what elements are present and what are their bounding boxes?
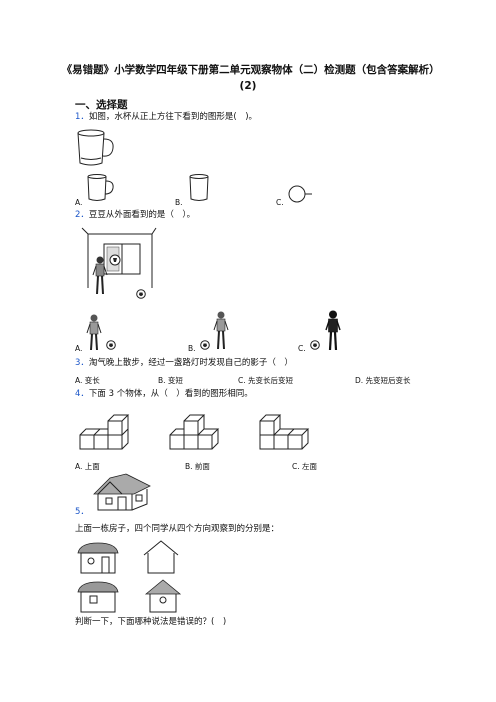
soccer-ball-icon bbox=[106, 340, 116, 350]
question-4: 4．下面 3 个物体，从（ ）看到的图形相同。 bbox=[75, 389, 253, 400]
child-figure-icon bbox=[213, 311, 229, 350]
question-text: 豆豆从外面看到的是（ ）。 bbox=[88, 210, 196, 220]
house-view-front bbox=[77, 542, 119, 574]
child-figure-icon bbox=[86, 314, 102, 351]
child-figure-icon bbox=[92, 256, 108, 295]
question-1: 1．如图，水杯从正上方往下看到的图形是( )。 bbox=[75, 112, 257, 123]
question-number: 4． bbox=[75, 389, 89, 399]
cube-stack-figure-3 bbox=[259, 414, 310, 450]
option-b[interactable]: B. 前面 bbox=[185, 462, 210, 471]
soccer-ball-icon bbox=[200, 340, 210, 350]
question-5-number: 5． bbox=[75, 507, 89, 518]
option-c[interactable]: C. 先变长后变短 bbox=[238, 376, 294, 385]
option-a[interactable]: A. 变长 bbox=[75, 376, 100, 385]
option-b[interactable]: B. 变短 bbox=[158, 376, 183, 385]
option-c[interactable]: C. bbox=[276, 198, 284, 207]
house-icon bbox=[93, 473, 151, 511]
mug-side-view-icon bbox=[87, 174, 114, 201]
child-figure-back-icon bbox=[325, 310, 341, 351]
soccer-ball-icon bbox=[136, 289, 146, 299]
option-b[interactable]: B. bbox=[188, 344, 196, 353]
option-b[interactable]: B. bbox=[175, 198, 183, 207]
question-number: 5． bbox=[75, 507, 89, 517]
option-c[interactable]: C. bbox=[298, 344, 306, 353]
question-5-judge: 判断一下，下面哪种说法是错误的？( ) bbox=[75, 617, 227, 627]
question-5-text: 上面一栋房子，四个同学从四个方向观察到的分别是： bbox=[75, 524, 280, 534]
question-2: 2．豆豆从外面看到的是（ ）。 bbox=[75, 210, 195, 221]
cube-stack-figure-1 bbox=[79, 414, 130, 450]
question-number: 1． bbox=[75, 112, 89, 122]
option-c[interactable]: C. 左面 bbox=[292, 462, 318, 471]
house-view-back bbox=[77, 581, 119, 613]
document-title: 《易错题》小学数学四年级下册第二单元观察物体（二）检测题（包含答案解析）(2) bbox=[61, 64, 435, 92]
house-view-other-side bbox=[144, 579, 182, 613]
option-a[interactable]: A. 上面 bbox=[75, 462, 100, 471]
question-text: 淘气晚上散步，经过一盏路灯时发现自己的影子（ ） bbox=[88, 358, 293, 368]
circle-top-view-icon bbox=[288, 185, 312, 203]
option-a[interactable]: A. bbox=[75, 198, 83, 207]
question-3: 3．淘气晚上散步，经过一盏路灯时发现自己的影子（ ） bbox=[75, 358, 293, 369]
question-text: 下面 3 个物体，从（ ）看到的图形相同。 bbox=[88, 389, 253, 399]
question-text: 如图，水杯从正上方往下看到的图形是( )。 bbox=[88, 112, 258, 122]
cube-stack-figure-2 bbox=[169, 414, 220, 450]
mug-icon bbox=[77, 129, 114, 166]
question-number: 3． bbox=[75, 358, 89, 368]
house-view-side bbox=[143, 540, 179, 574]
room-scene bbox=[81, 227, 157, 288]
soccer-ball-icon bbox=[310, 340, 320, 350]
section-heading: 一、选择题 bbox=[75, 99, 128, 111]
option-a[interactable]: A. bbox=[75, 344, 83, 353]
option-d[interactable]: D. 先变短后变长 bbox=[355, 376, 411, 385]
question-number: 2． bbox=[75, 210, 89, 220]
cup-side-view-icon bbox=[189, 174, 209, 201]
